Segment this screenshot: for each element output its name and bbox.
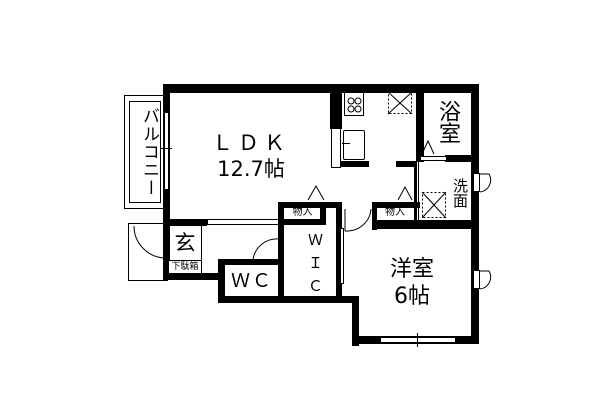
wc-label: ＷＣ [230,270,273,292]
wall [218,259,280,265]
washroom-window [473,173,492,193]
wall [278,202,284,302]
western-door-swing [344,208,372,232]
bath-door [420,156,447,161]
shoe-box-label: 下駄箱 [171,262,199,272]
wall [278,219,326,225]
wall [218,296,358,303]
wall [341,161,369,167]
wall [372,202,377,230]
wall [163,226,168,280]
wall [320,202,326,225]
wall [278,202,342,208]
wic-door [340,228,344,284]
wall [163,84,479,93]
ldk-label: ＬＤＫ [212,131,290,155]
wall [170,219,207,226]
wall [418,162,419,226]
vent-icon [421,191,447,219]
wall [218,259,225,303]
wall [336,203,342,303]
wall [163,273,225,280]
ldk-window [164,112,169,190]
wall [352,296,359,346]
wall [471,84,479,344]
faucet [342,143,350,144]
shoe-box [168,260,202,274]
washroom-label: 洗面 [451,178,469,208]
wc-door-swing [252,238,280,261]
balcony-label: バルコニー [139,107,159,197]
balcony-inner [129,101,161,203]
ldk-size: 12.7帖 [217,157,285,181]
bath-label: 浴室 [435,100,460,144]
wall [336,218,339,302]
vent-icon [387,91,413,115]
entrance-door-swing [133,225,167,259]
wic-label: ＷＩＣ [306,232,324,301]
wall [414,162,417,226]
storage-left-label: 物入 [292,207,313,218]
storage-marker-icon [307,184,325,201]
wall [163,219,173,226]
wall [372,220,479,229]
storage-marker-icon [421,139,435,155]
storage-marker-icon [397,185,413,201]
window-mark [160,148,172,149]
western-room-label: 洋室 [389,257,434,282]
western-bottom-window [380,337,456,343]
window-mark [417,333,418,347]
wall [330,84,342,129]
wall [201,226,202,260]
storage-right-label: 物入 [385,207,405,218]
wall [416,84,424,162]
sink [343,130,365,160]
entrance-label: 玄 [174,231,196,255]
wall [396,161,416,167]
stove-burners-icon [347,97,362,113]
wall [445,155,479,162]
kitchen-counter [331,128,341,168]
hall-window [207,219,280,225]
western-room-size: 6帖 [394,284,430,309]
western-window [473,270,492,290]
wall [372,202,420,208]
